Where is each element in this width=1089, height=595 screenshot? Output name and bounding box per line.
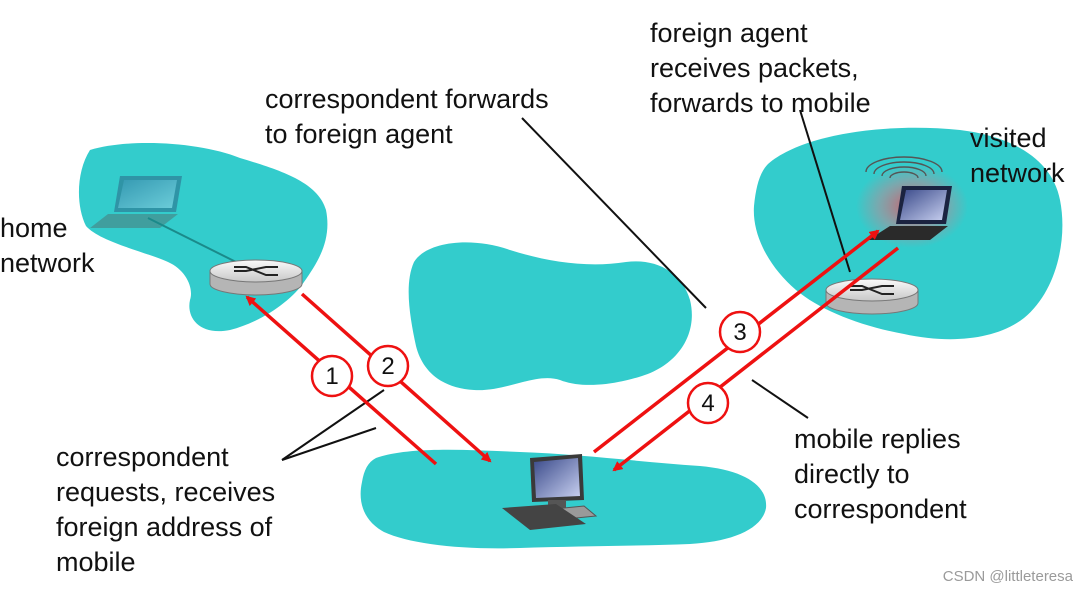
step-circle-2: 2 bbox=[366, 344, 410, 388]
foreign-agent-line-2: receives packets, bbox=[650, 53, 859, 83]
home-network-cloud bbox=[78, 143, 328, 332]
desktop-computer-icon bbox=[502, 454, 598, 530]
correspondent-requests-line-4: mobile bbox=[56, 547, 136, 577]
router-icon bbox=[209, 259, 303, 296]
correspondent-requests-line-1: correspondent bbox=[56, 442, 229, 472]
step-circle-4: 4 bbox=[686, 381, 730, 425]
correspondent-requests-label: correspondent requests, receives foreign… bbox=[56, 440, 275, 580]
visited-network-line-1: visited bbox=[970, 123, 1047, 153]
svg-text:1: 1 bbox=[325, 363, 338, 390]
correspondent-forwards-label: correspondent forwards to foreign agent bbox=[265, 82, 549, 152]
wifi-signal-icon bbox=[865, 156, 943, 179]
correspondent-requests-line-2: requests, receives bbox=[56, 477, 276, 507]
correspondent-forwards-line-1: correspondent forwards bbox=[265, 84, 549, 114]
foreign-agent-line-1: foreign agent bbox=[650, 18, 808, 48]
mobile-replies-line-2: directly to bbox=[794, 459, 910, 489]
correspondent-forwards-line-2: to foreign agent bbox=[265, 119, 453, 149]
mobile-replies-label: mobile replies directly to correspondent bbox=[794, 422, 967, 527]
router-icon bbox=[825, 278, 919, 315]
home-network-line-1: home bbox=[0, 213, 68, 243]
callout-lines bbox=[281, 109, 851, 461]
home-network-label: home network bbox=[0, 211, 95, 281]
mobile-replies-line-3: correspondent bbox=[794, 494, 967, 524]
step-circle-1: 1 bbox=[310, 354, 354, 398]
foreign-agent-label: foreign agent receives packets, forwards… bbox=[650, 16, 871, 121]
watermark: CSDN @littleteresa bbox=[942, 568, 1073, 585]
mobile-replies-line-1: mobile replies bbox=[794, 424, 961, 454]
foreign-agent-line-3: forwards to mobile bbox=[650, 88, 871, 118]
arrow-step-4 bbox=[612, 246, 900, 472]
laptop-icon bbox=[868, 186, 952, 240]
svg-text:2: 2 bbox=[381, 353, 394, 380]
internet-cloud bbox=[408, 242, 692, 391]
home-network-line-2: network bbox=[0, 248, 95, 278]
visited-network-label: visited network bbox=[970, 121, 1065, 191]
correspondent-requests-line-3: foreign address of bbox=[56, 512, 273, 542]
laptop-icon bbox=[90, 176, 182, 228]
visited-network-line-2: network bbox=[970, 158, 1065, 188]
step-circle-3: 3 bbox=[718, 310, 762, 354]
svg-text:4: 4 bbox=[701, 390, 714, 417]
home-link bbox=[147, 217, 241, 265]
svg-text:3: 3 bbox=[733, 319, 746, 346]
